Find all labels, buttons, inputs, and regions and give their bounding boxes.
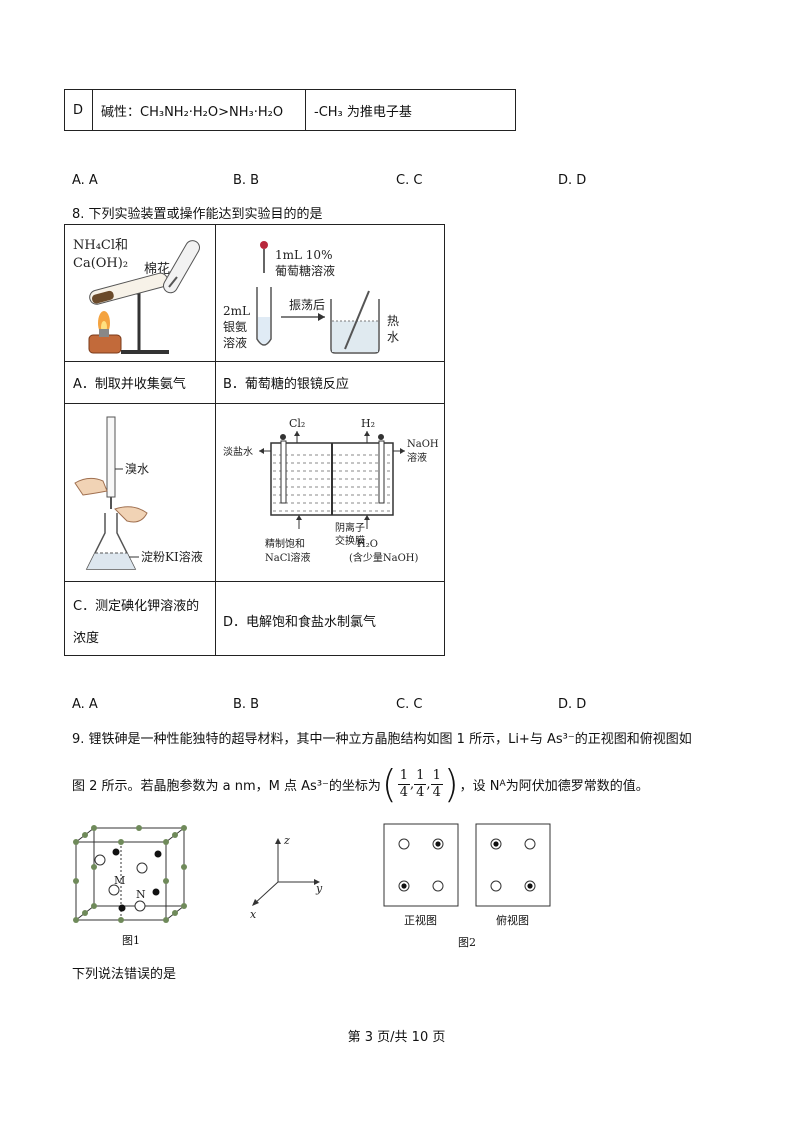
fig-d-water-2: (含少量NaOH) <box>349 551 419 564</box>
crystal-cell-figure: M N <box>73 825 187 923</box>
silver-mirror-figure: 1mL 10% 葡萄糖溶液 2mL 银氨 溶液 振荡后 热 水 <box>223 241 399 354</box>
top-view-label: 俯视图 <box>496 914 529 927</box>
q8-cell-d-caption: D．电解饱和食盐水制氯气 <box>223 615 377 630</box>
fig-c-bromine-label: 溴水 <box>125 462 149 476</box>
q8-cell-c-caption-line2: 浓度 <box>73 631 100 646</box>
fig-b-add-2: 葡萄糖溶液 <box>275 263 335 278</box>
q9-line2-c: 为阿伏加德罗常数的值。 <box>505 778 649 794</box>
q9-stem-line2: 图 2 所示。若晶胞参数为 a nm，M 点 As³⁻的坐标为 ( 1 4 , … <box>72 762 649 806</box>
prev-table-row: D 碱性：CH₃NH₂·H₂O>NH₃·H₂O -CH₃ 为推电子基 <box>64 89 516 131</box>
fig-b-hot-1: 热 <box>387 314 399 328</box>
fig-d-cl2-label: Cl₂ <box>289 417 305 430</box>
fig-d-brine-1: 精制饱和 <box>265 537 305 550</box>
electrolysis-figure: Cl₂ H₂ 淡盐水 NaOH 溶液 阴离子 交换膜 <box>223 417 439 564</box>
q8-cell-b-caption: B．葡萄糖的银镜反应 <box>223 377 349 392</box>
fig-d-naoh-1: NaOH <box>407 439 439 450</box>
point-n-label: N <box>136 888 146 901</box>
fig-b-add-1: 1mL 10% <box>275 248 332 262</box>
fig-a-reagent-1: NH₄Cl和 <box>73 238 128 253</box>
q8-table: NH₄Cl和 Ca(OH)₂ 棉花 1mL 10% 葡萄糖溶液 2mL <box>64 224 445 656</box>
fig-b-sol-2: 溶液 <box>223 335 247 350</box>
axis-x-label: x <box>250 908 257 921</box>
fig-d-dilute-label: 淡盐水 <box>223 445 253 458</box>
coord-fraction: 1 4 <box>430 767 443 801</box>
q7-option-a[interactable]: A. A <box>72 173 98 188</box>
coordinate-bracket: ) <box>443 762 459 806</box>
fig-b-hot-2: 水 <box>387 330 399 344</box>
projection-views-figure <box>383 823 551 907</box>
fig-d-membrane-2: 交换膜 <box>335 534 365 547</box>
q8-table-hline <box>65 581 444 582</box>
coordinate-bracket: ( <box>381 762 397 806</box>
coord-fraction: 1 4 <box>414 767 427 801</box>
fig-b-vol: 2mL <box>223 304 250 318</box>
fig2-label: 图2 <box>458 936 476 949</box>
titration-figure: 溴水 淀粉KI溶液 <box>74 416 203 570</box>
coord-frac-den: 4 <box>430 783 443 800</box>
prev-row-col2: 碱性：CH₃NH₂·H₂O>NH₃·H₂O <box>93 90 306 130</box>
prev-row-col1: D <box>65 90 93 130</box>
fig1-label: 图1 <box>122 934 140 947</box>
fig-d-membrane-1: 阴离子 <box>335 521 365 534</box>
fig-a-reagent-2: Ca(OH)₂ <box>73 256 128 271</box>
coordinate-axes-figure: z y x <box>250 834 323 921</box>
fig-b-shake-label: 振荡后 <box>289 298 325 312</box>
q8-option-d[interactable]: D. D <box>558 697 587 712</box>
front-view-label: 正视图 <box>404 914 437 927</box>
prev-row-col3: -CH₃ 为推电子基 <box>314 104 412 120</box>
point-m-label: M <box>114 874 125 887</box>
fig-a-cotton-label: 棉花 <box>144 261 170 277</box>
fig-d-naoh-2: 溶液 <box>407 451 427 464</box>
coord-fraction: 1 4 <box>397 767 410 801</box>
q9-line2-a: 图 2 所示。若晶胞参数为 a nm，M 点 As³⁻的坐标为 <box>72 778 381 794</box>
q9-line2-b: ，设 N <box>459 778 500 794</box>
coord-frac-num: 1 <box>432 767 441 783</box>
ammonia-apparatus-figure: NH₄Cl和 Ca(OH)₂ 棉花 <box>73 238 200 354</box>
fig-d-water-1: H₂O <box>357 539 378 550</box>
fig-d-brine-2: NaCl溶液 <box>265 551 311 564</box>
coord-frac-num: 1 <box>416 767 425 783</box>
axis-y-label: y <box>315 882 323 895</box>
q8-table-vline <box>215 225 216 655</box>
fig-c-ki-label: 淀粉KI溶液 <box>141 549 203 564</box>
q8-stem: 8. 下列实验装置或操作能达到实验目的的是 <box>72 207 323 222</box>
page-footer: 第 3 页/共 10 页 <box>347 1030 446 1045</box>
fig-b-sol-1: 银氨 <box>223 320 247 334</box>
q9-stem-line1: 9. 锂铁砷是一种性能独特的超导材料，其中一种立方晶胞结构如图 1 所示，Li+… <box>72 732 692 747</box>
coord-frac-num: 1 <box>399 767 408 783</box>
q8-cell-c-caption-line1: C．测定碘化钾溶液的 <box>73 599 200 614</box>
fig-d-h2-label: H₂ <box>361 417 375 430</box>
q9-line2-sub: A <box>499 779 506 789</box>
q7-option-c[interactable]: C. C <box>396 173 423 188</box>
q8-table-hline <box>65 403 444 404</box>
coord-frac-den: 4 <box>414 783 427 800</box>
q8-option-a[interactable]: A. A <box>72 697 98 712</box>
q8-option-c[interactable]: C. C <box>396 697 423 712</box>
q8-option-b[interactable]: B. B <box>233 697 260 712</box>
q7-option-d[interactable]: D. D <box>558 173 587 188</box>
axis-z-label: z <box>283 834 290 847</box>
q9-followup: 下列说法错误的是 <box>72 967 177 982</box>
q8-cell-a-caption: A．制取并收集氨气 <box>73 377 186 392</box>
q8-table-hline <box>65 361 444 362</box>
coord-frac-den: 4 <box>397 783 410 800</box>
q7-option-b[interactable]: B. B <box>233 173 260 188</box>
